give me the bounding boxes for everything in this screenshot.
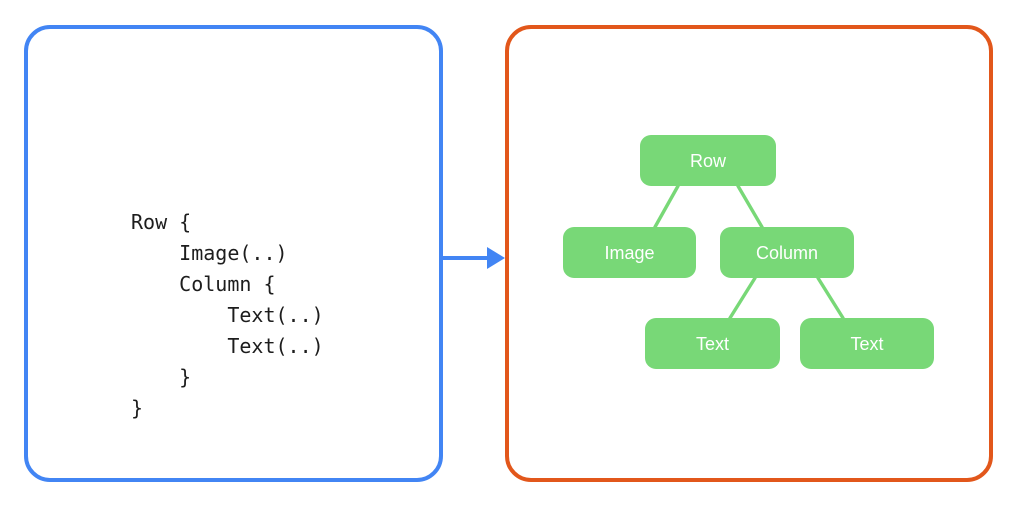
node-row-label: Row — [690, 151, 727, 171]
edge-row-image — [653, 184, 680, 229]
arrow-head — [487, 247, 505, 269]
node-column-label: Column — [756, 243, 818, 263]
node-text-1-label: Text — [696, 334, 729, 354]
tree-node-text-2[interactable]: Text — [800, 318, 934, 369]
edge-row-column — [736, 184, 764, 229]
node-row-rect — [640, 135, 776, 186]
tree-node-text-1[interactable]: Text — [645, 318, 780, 369]
tree-edges — [653, 184, 845, 320]
ui-tree-graph: Row Image Column Text Text — [563, 135, 934, 369]
code-panel: Row { Image(..) Column { Text(..) Text(.… — [24, 25, 443, 482]
edge-column-text2 — [816, 276, 845, 320]
tree-node-row[interactable]: Row — [640, 135, 776, 186]
tree-node-image[interactable]: Image — [563, 227, 696, 278]
tree-node-column[interactable]: Column — [720, 227, 854, 278]
node-image-rect — [563, 227, 696, 278]
transform-arrow — [441, 247, 505, 269]
node-text-2-label: Text — [850, 334, 883, 354]
edge-column-text1 — [728, 276, 757, 320]
node-column-rect — [720, 227, 854, 278]
node-text-2-rect — [800, 318, 934, 369]
code-snippet: Row { Image(..) Column { Text(..) Text(.… — [131, 210, 324, 420]
node-text-1-rect — [645, 318, 780, 369]
node-image-label: Image — [604, 243, 654, 263]
